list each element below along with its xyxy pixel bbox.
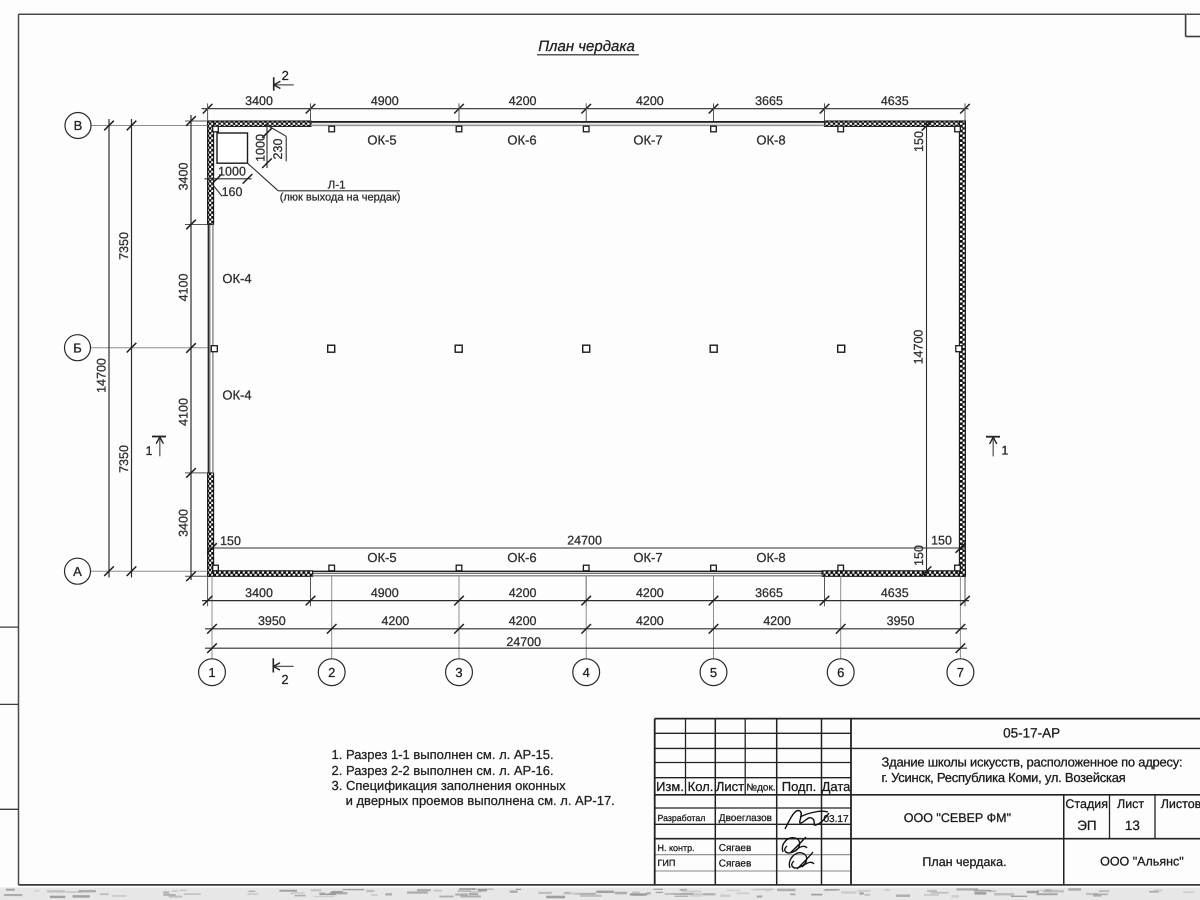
svg-text:3400: 3400 [245, 586, 273, 600]
svg-text:ООО "Альянс": ООО "Альянс" [1100, 855, 1184, 869]
svg-text:2: 2 [281, 672, 288, 687]
svg-text:Кол.: Кол. [688, 779, 714, 794]
svg-text:4635: 4635 [881, 94, 909, 108]
svg-text:4200: 4200 [509, 586, 537, 600]
svg-text:3400: 3400 [176, 163, 190, 191]
svg-text:Двоеглазов: Двоеглазов [719, 813, 772, 824]
svg-text:План чердака.: План чердака. [922, 855, 1006, 869]
svg-text:7350: 7350 [117, 445, 131, 473]
svg-text:ОК-5: ОК-5 [367, 133, 396, 148]
svg-text:150: 150 [912, 131, 926, 152]
svg-text:ОК-7: ОК-7 [633, 550, 662, 565]
svg-text:ОК-8: ОК-8 [756, 133, 785, 148]
svg-text:ОК-7: ОК-7 [633, 133, 662, 148]
svg-text:160: 160 [222, 185, 243, 199]
svg-text:(люк выхода на чердак): (люк выхода на чердак) [280, 191, 401, 203]
svg-text:3950: 3950 [887, 614, 915, 628]
svg-text:14700: 14700 [94, 358, 108, 393]
svg-text:150: 150 [912, 545, 926, 566]
svg-text:4200: 4200 [509, 94, 537, 108]
svg-text:Б: Б [73, 340, 82, 355]
svg-text:План чердака: План чердака [538, 38, 635, 55]
svg-text:7350: 7350 [117, 232, 131, 260]
svg-text:230: 230 [271, 139, 285, 160]
svg-text:Здание школы искусств, располо: Здание школы искусств, расположенное по … [882, 754, 1183, 769]
svg-text:4200: 4200 [509, 614, 537, 628]
svg-text:4635: 4635 [881, 586, 909, 600]
svg-text:4200: 4200 [636, 586, 664, 600]
svg-text:2. Разрез 2-2 выполнен см. л.: 2. Разрез 2-2 выполнен см. л. АР-16. [332, 763, 554, 778]
svg-text:ОК-4: ОК-4 [222, 388, 251, 403]
svg-text:2: 2 [328, 665, 335, 680]
svg-text:13: 13 [1125, 818, 1140, 833]
svg-text:ОК-6: ОК-6 [507, 133, 536, 148]
svg-text:4900: 4900 [371, 586, 399, 600]
svg-text:3400: 3400 [176, 509, 190, 537]
svg-text:1: 1 [1001, 444, 1008, 458]
svg-text:1. Разрез 1-1 выполнен см. л.: 1. Разрез 1-1 выполнен см. л. АР-15. [332, 747, 554, 762]
svg-text:Разработал: Разработал [658, 813, 706, 823]
svg-text:3. Спецификация заполнения око: 3. Спецификация заполнения оконных [332, 778, 567, 793]
svg-text:Подп.: Подп. [782, 779, 817, 794]
svg-text:Листов: Листов [1161, 797, 1200, 811]
svg-text:А: А [73, 564, 82, 579]
svg-text:1: 1 [146, 444, 153, 458]
svg-text:4100: 4100 [176, 274, 190, 302]
svg-text:ОК-4: ОК-4 [222, 271, 251, 286]
svg-text:№док.: №док. [746, 783, 775, 794]
svg-text:ОК-8: ОК-8 [756, 550, 785, 565]
svg-text:5: 5 [710, 665, 717, 680]
svg-text:Н. контр.: Н. контр. [658, 843, 695, 853]
svg-text:ОК-5: ОК-5 [367, 550, 396, 565]
svg-text:3: 3 [455, 665, 462, 680]
svg-text:ГИП: ГИП [658, 858, 676, 868]
svg-text:г. Усинск, Республика Коми, ул: г. Усинск, Республика Коми, ул. Возейска… [882, 770, 1126, 785]
svg-text:05-17-АР: 05-17-АР [1003, 725, 1060, 740]
svg-text:Стадия: Стадия [1065, 797, 1108, 811]
svg-text:6: 6 [837, 665, 844, 680]
svg-text:Сягаев: Сягаев [719, 843, 752, 854]
svg-text:24700: 24700 [567, 534, 602, 548]
svg-text:14700: 14700 [911, 330, 925, 365]
svg-text:Лист: Лист [716, 779, 744, 794]
svg-text:ЭП: ЭП [1077, 818, 1096, 833]
svg-text:4900: 4900 [371, 94, 399, 108]
svg-text:4200: 4200 [636, 614, 664, 628]
svg-text:Сягаев: Сягаев [719, 858, 752, 869]
svg-text:4200: 4200 [636, 94, 664, 108]
svg-text:4200: 4200 [381, 614, 409, 628]
svg-text:03.17: 03.17 [823, 814, 848, 825]
svg-text:24700: 24700 [506, 635, 541, 649]
svg-text:1000: 1000 [218, 164, 246, 178]
svg-text:3400: 3400 [245, 94, 273, 108]
svg-text:ОК-6: ОК-6 [507, 550, 536, 565]
svg-text:1000: 1000 [254, 134, 268, 162]
svg-text:и дверных проемов выполнена см: и дверных проемов выполнена см. л. АР-17… [346, 793, 615, 808]
svg-text:1: 1 [208, 665, 215, 680]
svg-text:7: 7 [957, 665, 964, 680]
svg-text:Дата: Дата [822, 779, 852, 794]
svg-text:150: 150 [931, 534, 952, 548]
svg-text:3950: 3950 [258, 614, 286, 628]
svg-text:Л-1: Л-1 [328, 179, 346, 191]
svg-text:3665: 3665 [755, 586, 783, 600]
svg-text:4200: 4200 [763, 614, 791, 628]
svg-text:4: 4 [583, 665, 590, 680]
svg-text:Изм.: Изм. [656, 779, 684, 794]
svg-text:В: В [74, 118, 83, 133]
svg-text:4100: 4100 [176, 398, 190, 426]
svg-text:3665: 3665 [755, 94, 783, 108]
svg-text:2: 2 [282, 68, 289, 83]
svg-text:150: 150 [220, 534, 241, 548]
svg-text:ООО "СЕВЕР ФМ": ООО "СЕВЕР ФМ" [904, 811, 1011, 825]
svg-text:Лист: Лист [1117, 797, 1144, 811]
